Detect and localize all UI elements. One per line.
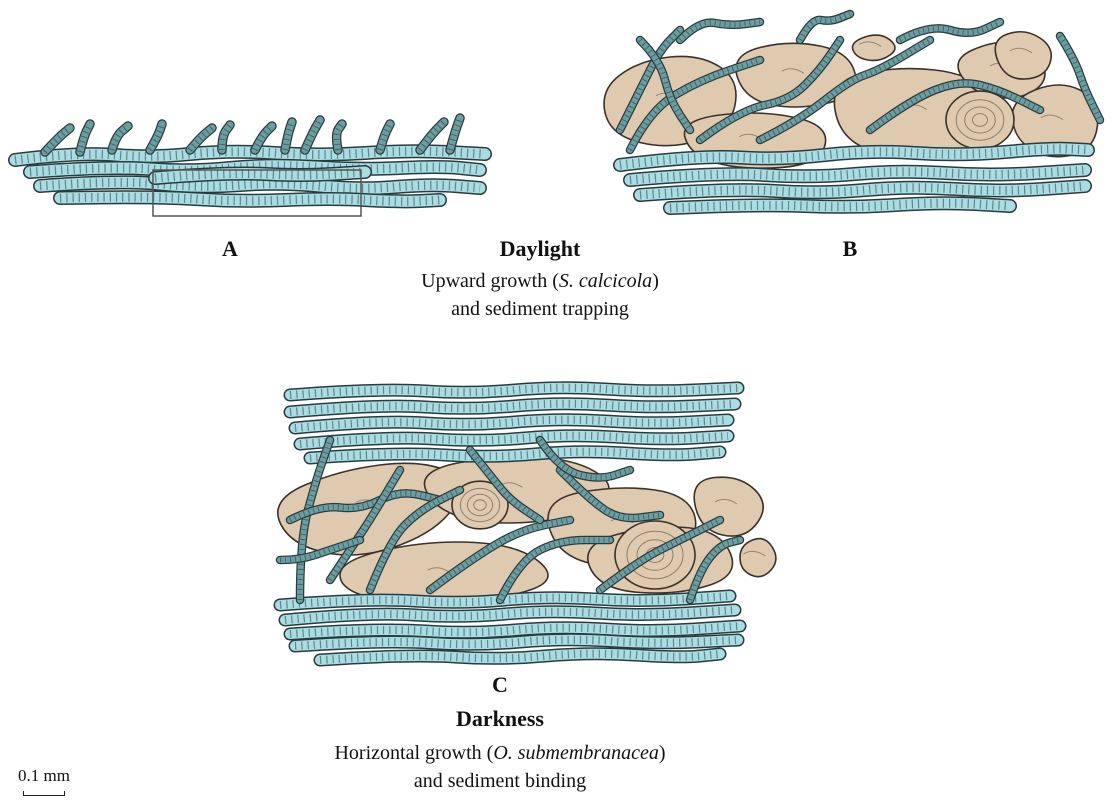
panel-c-drawing xyxy=(278,388,776,660)
sediment-grain xyxy=(740,539,776,577)
thin-filament xyxy=(337,124,342,150)
daylight-title: Daylight xyxy=(420,236,660,262)
filament xyxy=(290,388,738,395)
filament xyxy=(630,170,1085,180)
thin-filament xyxy=(112,126,128,150)
panel-a-label: A xyxy=(210,236,250,262)
filament xyxy=(155,172,365,178)
thin-filament xyxy=(150,124,162,150)
ooid-grain xyxy=(946,91,1014,149)
darkness-species: O. submembranacea xyxy=(493,742,659,764)
darkness-description-line1: Horizontal growth (O. submembranacea) xyxy=(240,740,760,766)
filament xyxy=(670,203,1010,208)
filament xyxy=(290,626,740,634)
thin-filament xyxy=(680,22,760,40)
scale-bar-label: 0.1 mm xyxy=(18,766,70,786)
thin-filament xyxy=(800,14,850,40)
filament xyxy=(40,182,480,188)
panel-a-drawing xyxy=(15,118,485,201)
filament xyxy=(285,610,735,620)
thin-filament xyxy=(900,22,1000,40)
darkness-title: Darkness xyxy=(380,706,620,732)
filament xyxy=(60,197,440,201)
filament xyxy=(295,420,728,428)
panel-b-label: B xyxy=(830,236,870,262)
filament xyxy=(310,452,720,458)
filament xyxy=(15,151,485,160)
daylight-desc-prefix: Upward growth ( xyxy=(421,270,559,292)
filament xyxy=(290,404,735,412)
daylight-description-line1: Upward growth (S. calcicola) xyxy=(340,268,740,294)
panel-c-label: C xyxy=(480,672,520,698)
panel-b-drawing xyxy=(604,14,1100,208)
sediment-grain xyxy=(853,35,896,60)
daylight-species: S. calcicola xyxy=(559,270,652,292)
thin-filament xyxy=(450,118,460,150)
filament xyxy=(620,149,1088,165)
filament xyxy=(640,186,1085,195)
filament xyxy=(295,640,738,646)
thin-filament xyxy=(285,122,292,150)
scale-bar xyxy=(23,795,65,796)
daylight-desc-suffix: ) xyxy=(652,270,659,292)
darkness-desc-suffix: ) xyxy=(659,742,666,764)
darkness-desc-prefix: Horizontal growth ( xyxy=(334,742,493,764)
filament xyxy=(300,436,728,444)
filament xyxy=(320,654,720,660)
darkness-description-line2: and sediment binding xyxy=(240,768,760,794)
daylight-description-line2: and sediment trapping xyxy=(340,296,740,322)
thin-filament xyxy=(305,120,320,150)
